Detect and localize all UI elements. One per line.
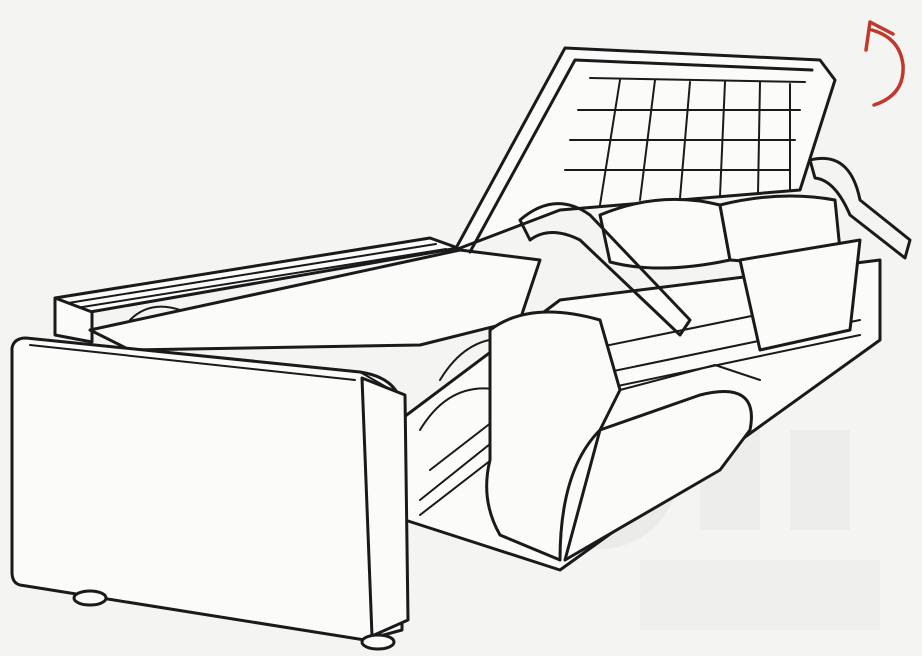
left-armrest-top [53,236,460,344]
sofa-feet [72,589,396,651]
front-cushion-block [485,310,761,562]
lifted-slat-frame [453,46,837,254]
left-side-panel [10,336,410,642]
folded-cushions [598,194,862,352]
rotation-arrow-icon [864,20,905,107]
